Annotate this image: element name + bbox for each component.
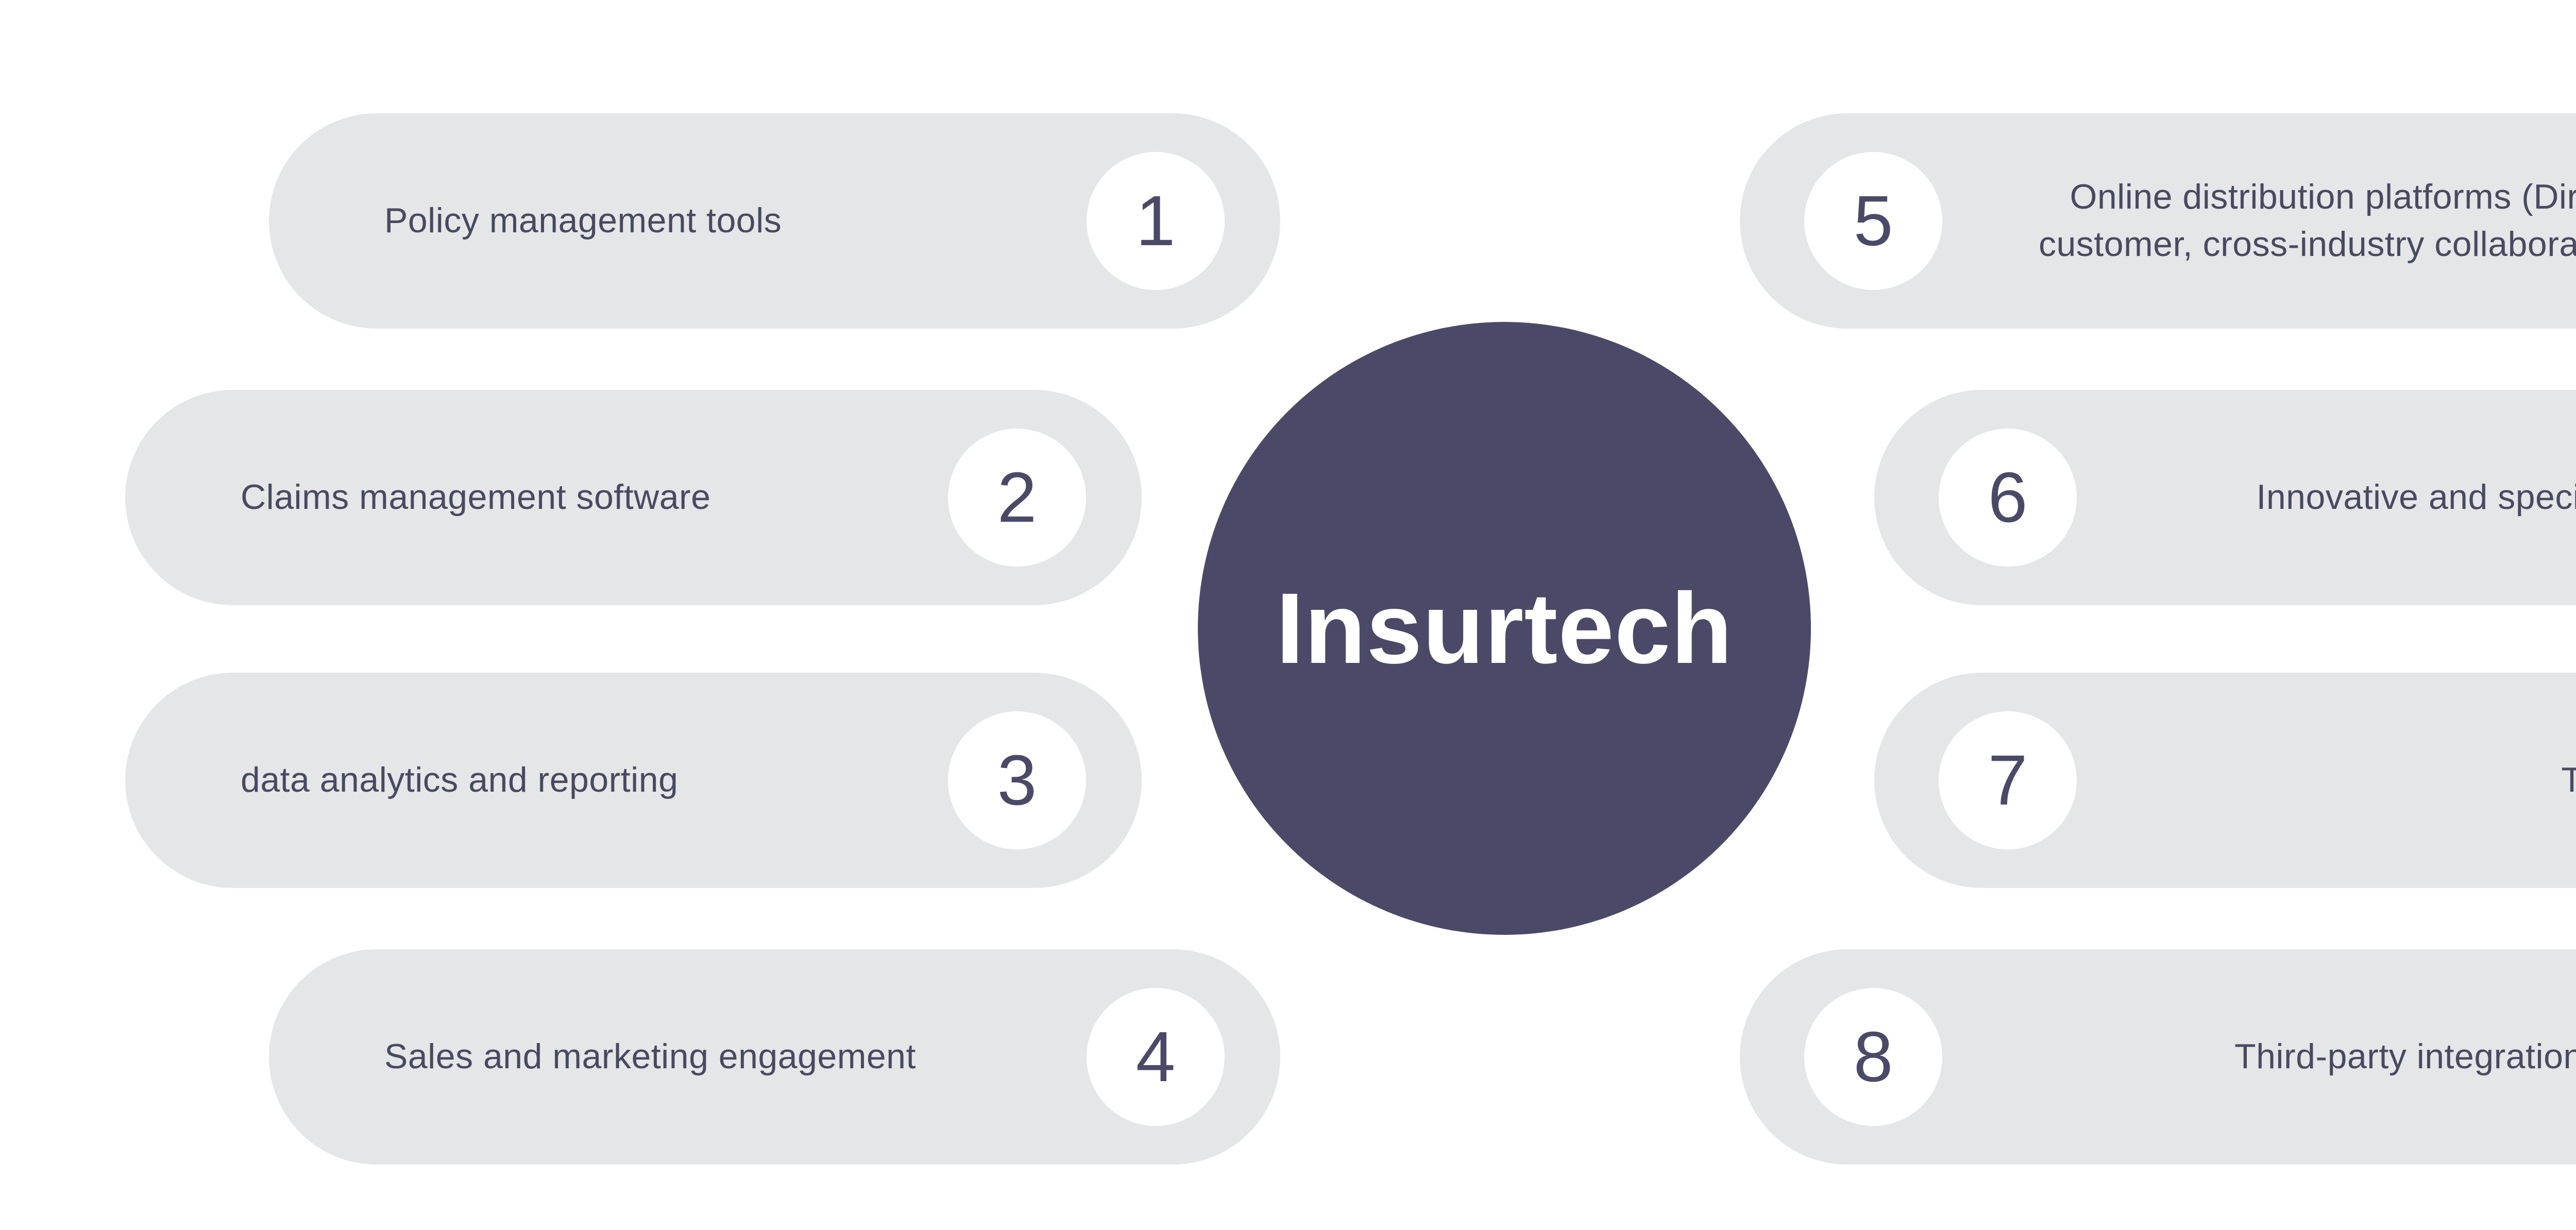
number-circle: 7 [1939, 711, 2077, 849]
pill-number: 1 [1136, 181, 1176, 261]
number-circle: 2 [948, 429, 1086, 567]
pill-label: data analytics and reporting [241, 760, 679, 800]
number-circle: 8 [1804, 988, 1942, 1126]
center-circle: Insurtech [1198, 322, 1811, 935]
pill-number: 6 [1988, 458, 2028, 537]
pill-label: Claims management software [241, 477, 711, 517]
pill-number: 7 [1988, 741, 2028, 820]
pill-claims-management: Claims management software 2 [125, 390, 1142, 605]
pill-third-party-apis: 8 Third-party integration APIs [1740, 949, 2576, 1165]
pill-label: Sales and marketing engagement [384, 1037, 916, 1077]
number-circle: 5 [1804, 152, 1942, 290]
pill-policy-management: Policy management tools 1 [269, 113, 1280, 329]
pill-online-distribution: 5 Online distribution platforms (Direct … [1740, 113, 2576, 329]
number-circle: 6 [1939, 429, 2077, 567]
pill-telematics-iot: 7 Telematics/ IoT [1874, 673, 2576, 888]
number-circle: 4 [1087, 988, 1225, 1126]
pill-label: Online distribution platforms (Direct to… [2038, 177, 2576, 264]
pill-label: Third-party integration APIs [2234, 1037, 2576, 1077]
pill-innovative-specialty: 6 Innovative and specialty insurance [1874, 390, 2576, 605]
pill-data-analytics: data analytics and reporting 3 [125, 673, 1142, 888]
number-circle: 1 [1087, 152, 1225, 290]
pill-number: 3 [997, 741, 1037, 820]
pill-sales-marketing: Sales and marketing engagement 4 [269, 949, 1280, 1165]
pill-label: Policy management tools [384, 201, 782, 241]
pill-number: 8 [1853, 1017, 1893, 1097]
pill-number: 4 [1136, 1017, 1176, 1097]
center-label: Insurtech [1276, 572, 1733, 685]
pill-label: Innovative and specialty insurance [2256, 477, 2576, 517]
pill-number: 5 [1853, 181, 1893, 261]
number-circle: 3 [948, 711, 1086, 849]
pill-number: 2 [997, 458, 1037, 537]
pill-label: Telematics/ IoT [2561, 760, 2576, 800]
